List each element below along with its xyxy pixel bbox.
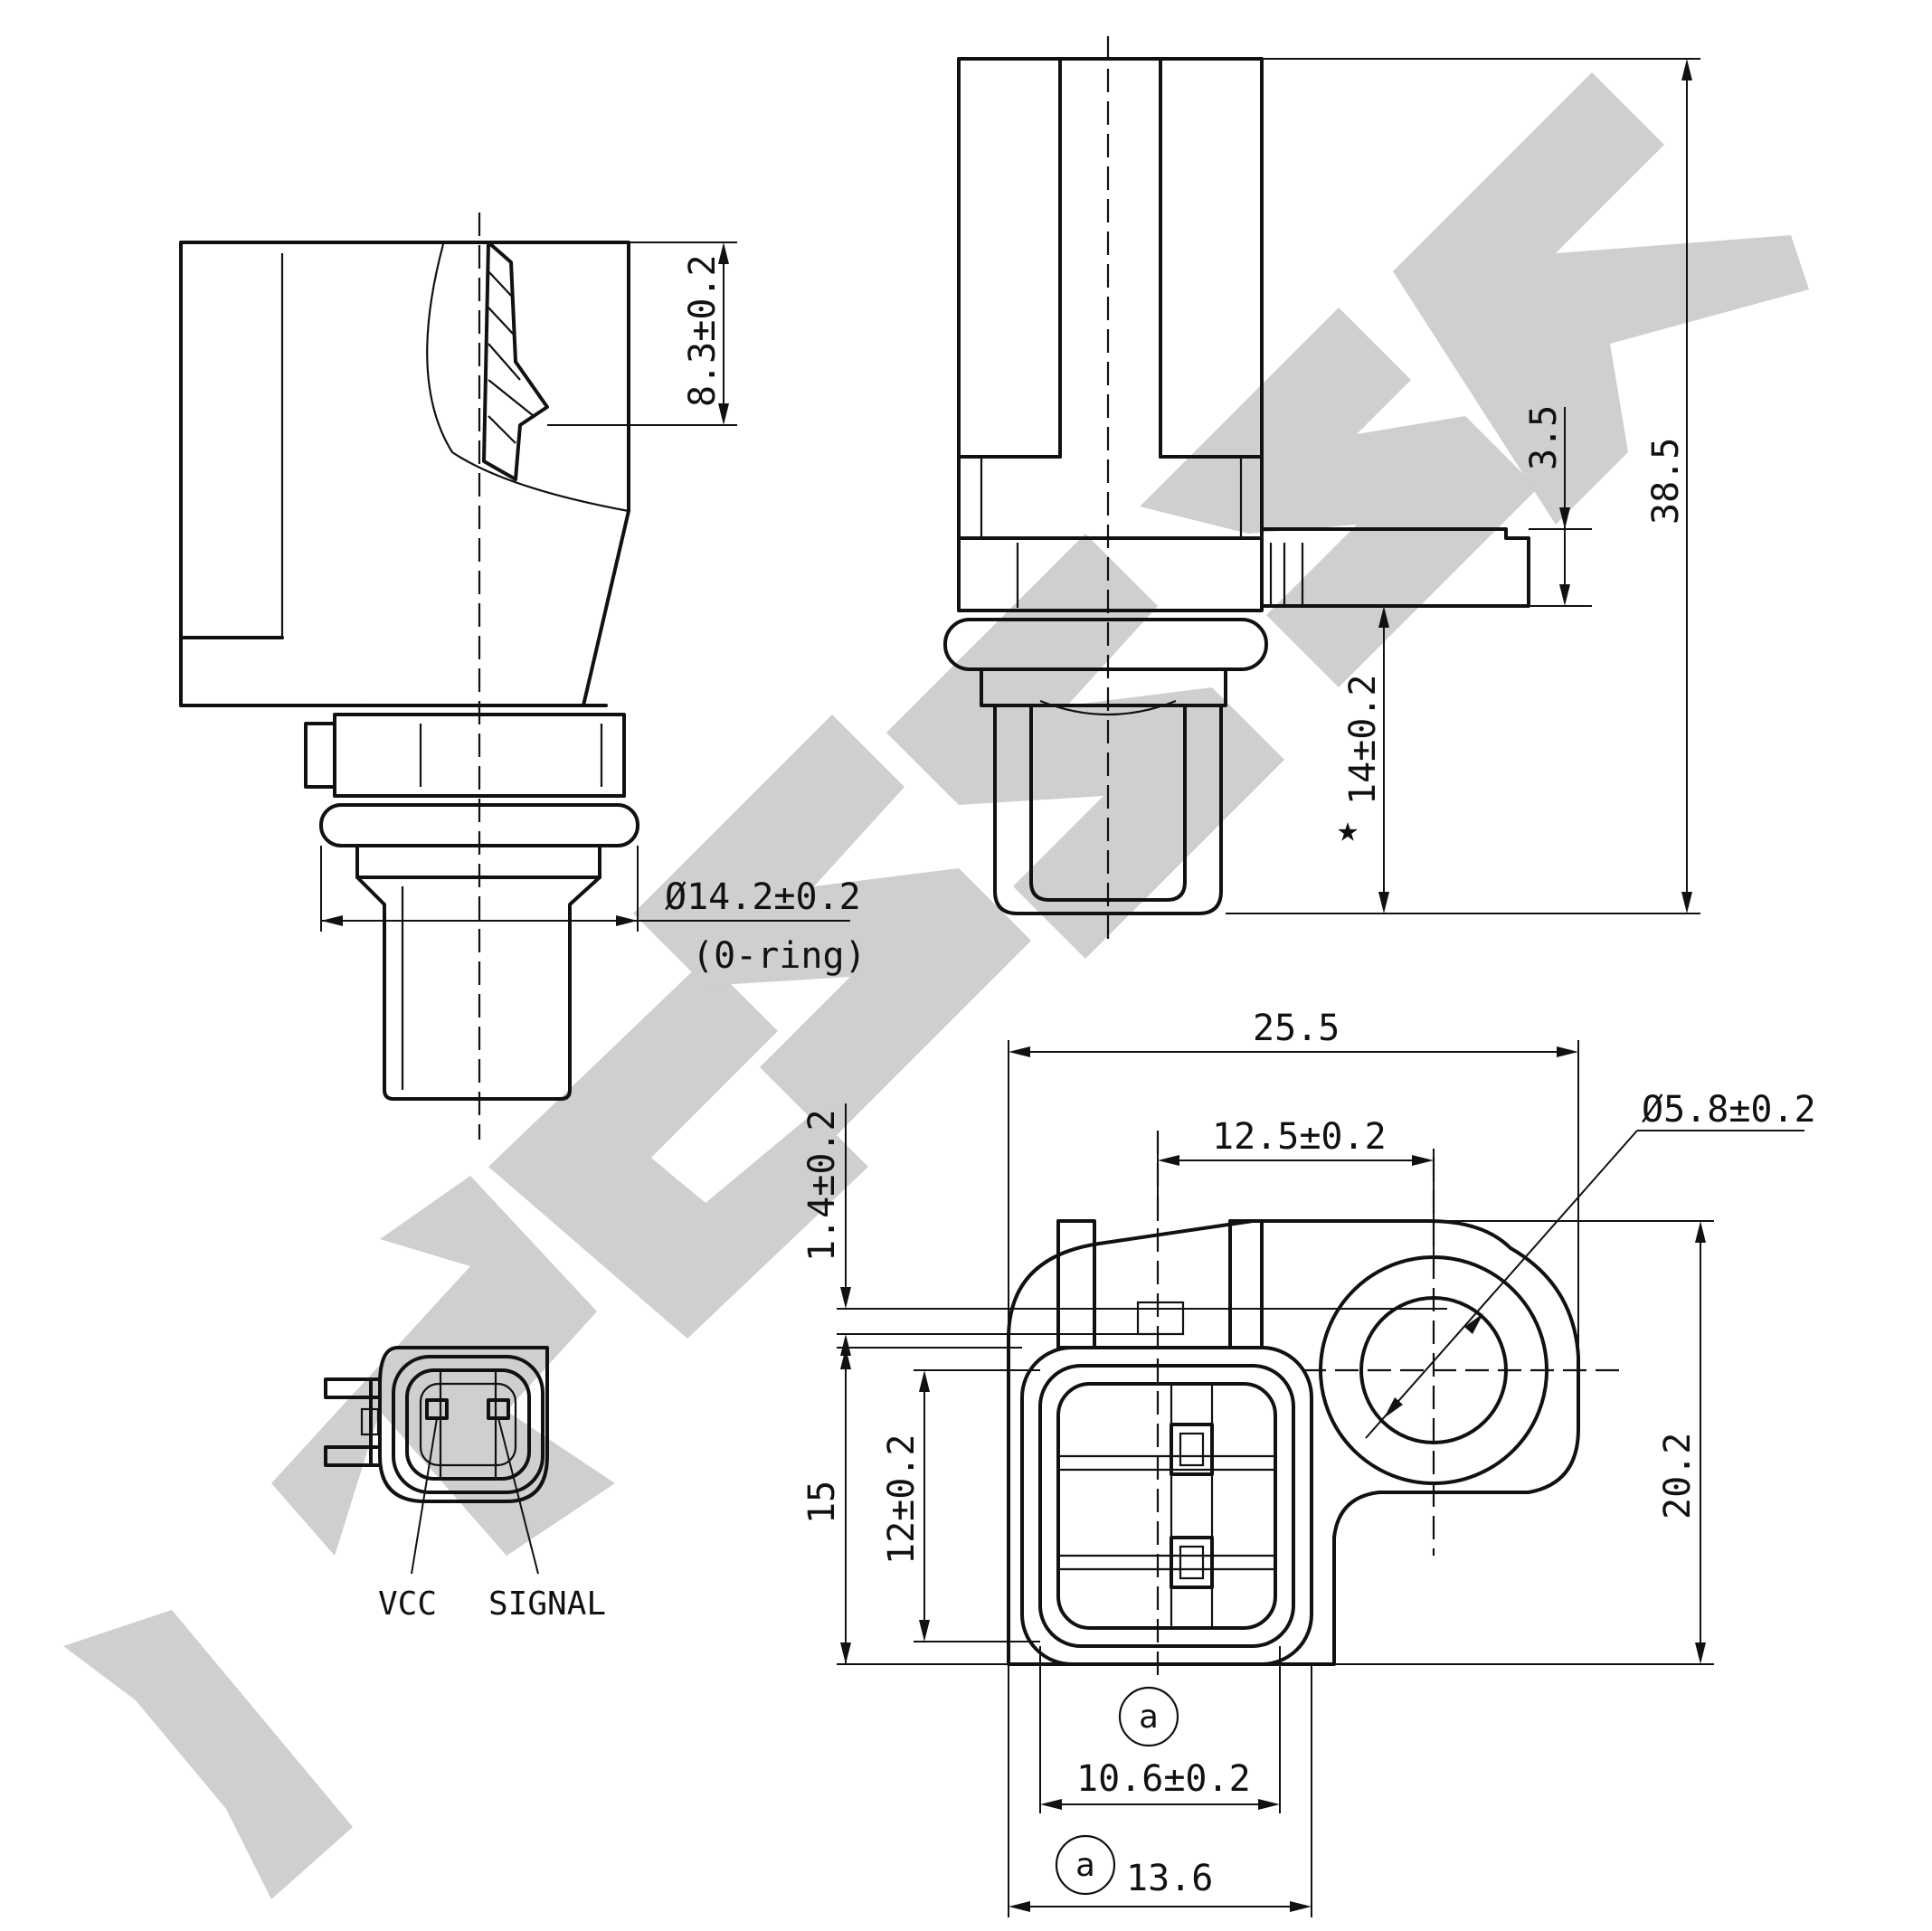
left-body-curve bbox=[426, 243, 630, 513]
pinout-connector-inner bbox=[405, 1368, 531, 1481]
dim-label-sensor-length: 14±0.2 bbox=[1342, 675, 1384, 806]
plan-pin-2-inner bbox=[1179, 1545, 1205, 1580]
left-gasket-hatch-2 bbox=[488, 307, 515, 336]
pinout-housing bbox=[378, 1346, 549, 1503]
plan-pin-2 bbox=[1170, 1536, 1214, 1589]
pinout-latch-bump bbox=[360, 1407, 380, 1436]
watermark-letter-e bbox=[488, 959, 868, 1339]
front-sensor-curve bbox=[1039, 699, 1177, 716]
plan-connector-outer bbox=[1020, 1346, 1313, 1666]
front-collar bbox=[957, 536, 1264, 612]
dim-label-connector-10: 10.6±0.2 bbox=[1076, 1758, 1251, 1800]
datum-a-upper-label: a bbox=[1139, 1699, 1159, 1736]
pinout-latch bbox=[324, 1377, 382, 1467]
plan-dim-hole-leader bbox=[1365, 1130, 1638, 1439]
plan-latch-left bbox=[1056, 1219, 1096, 1349]
pin-label-vcc: VCC bbox=[378, 1586, 437, 1623]
plan-pin-1 bbox=[1170, 1423, 1214, 1476]
front-neck bbox=[980, 667, 1227, 707]
dim-label-total-height: 38.5 bbox=[1645, 438, 1687, 525]
datum-a-lower-circle bbox=[1055, 1834, 1116, 1896]
front-view: 38.5 3.5 14±0.2 ★ bbox=[943, 36, 1700, 941]
front-sensor-tip bbox=[993, 704, 1223, 915]
watermark-letter-z bbox=[271, 1176, 615, 1556]
left-gasket-hatch-3 bbox=[488, 343, 521, 381]
connector-pinout: VCC SIGNAL bbox=[324, 1346, 606, 1623]
plan-latch-right bbox=[1228, 1219, 1264, 1349]
datum-a-upper-circle bbox=[1118, 1686, 1179, 1747]
plan-connector-mid bbox=[1038, 1364, 1295, 1648]
watermark-letter-m bbox=[1140, 308, 1538, 687]
dim-label-hole-spacing: 12.5±0.2 bbox=[1212, 1116, 1387, 1158]
dim-label-hole-dia: Ø5.8±0.2 bbox=[1642, 1089, 1816, 1131]
pinout-connector-outer bbox=[392, 1355, 545, 1494]
pin-label-signal: SIGNAL bbox=[488, 1586, 606, 1623]
dim-label-flange-thickness: 3.5 bbox=[1523, 405, 1565, 470]
watermark bbox=[63, 72, 1809, 1899]
dim-label-connector-13: 13.6 bbox=[1126, 1858, 1213, 1899]
left-gasket-hatch-4 bbox=[488, 379, 535, 417]
dim-label-top-height: 8.3±0.2 bbox=[682, 254, 724, 407]
dim-label-height-20: 20.2 bbox=[1657, 1433, 1699, 1519]
critical-star-mark: ★ bbox=[1337, 809, 1359, 850]
dim-label-offset: 1.4±0.2 bbox=[801, 1109, 843, 1262]
plan-pin-1-inner bbox=[1179, 1432, 1205, 1467]
plan-view: 25.5 12.5±0.2 Ø5.8±0.2 1.4±0.2 15 12±0.2 bbox=[801, 1008, 1816, 1917]
left-connector-tab bbox=[304, 722, 336, 789]
left-gasket-hatch-1 bbox=[488, 270, 515, 299]
plan-latch-bump bbox=[1136, 1301, 1185, 1336]
dim-label-height-15: 15 bbox=[801, 1481, 843, 1524]
left-sensor-tip bbox=[355, 876, 601, 1101]
watermark-letter-n1 bbox=[633, 715, 1031, 1140]
dim-label-oring-dia: Ø14.2±0.2 bbox=[665, 876, 861, 918]
dim-label-connector-12: 12±0.2 bbox=[881, 1434, 923, 1566]
datum-a-lower-label: a bbox=[1075, 1847, 1095, 1884]
plan-connector-inner bbox=[1056, 1382, 1277, 1630]
watermark-chevron bbox=[63, 1610, 353, 1899]
pinout-signal-leader bbox=[497, 1417, 539, 1575]
left-body-outline bbox=[179, 241, 630, 707]
left-gasket-hatch-5 bbox=[488, 415, 516, 444]
pinout-vcc-leader bbox=[411, 1417, 438, 1575]
dim-label-oring-note: (0-ring) bbox=[692, 935, 867, 977]
watermark-letter-k bbox=[1393, 72, 1809, 525]
dim-label-width-total: 25.5 bbox=[1253, 1008, 1340, 1049]
side-view-left: 8.3±0.2 Ø14.2±0.2 (0-ring) bbox=[179, 213, 867, 1140]
pinout-connector-core bbox=[419, 1382, 517, 1467]
